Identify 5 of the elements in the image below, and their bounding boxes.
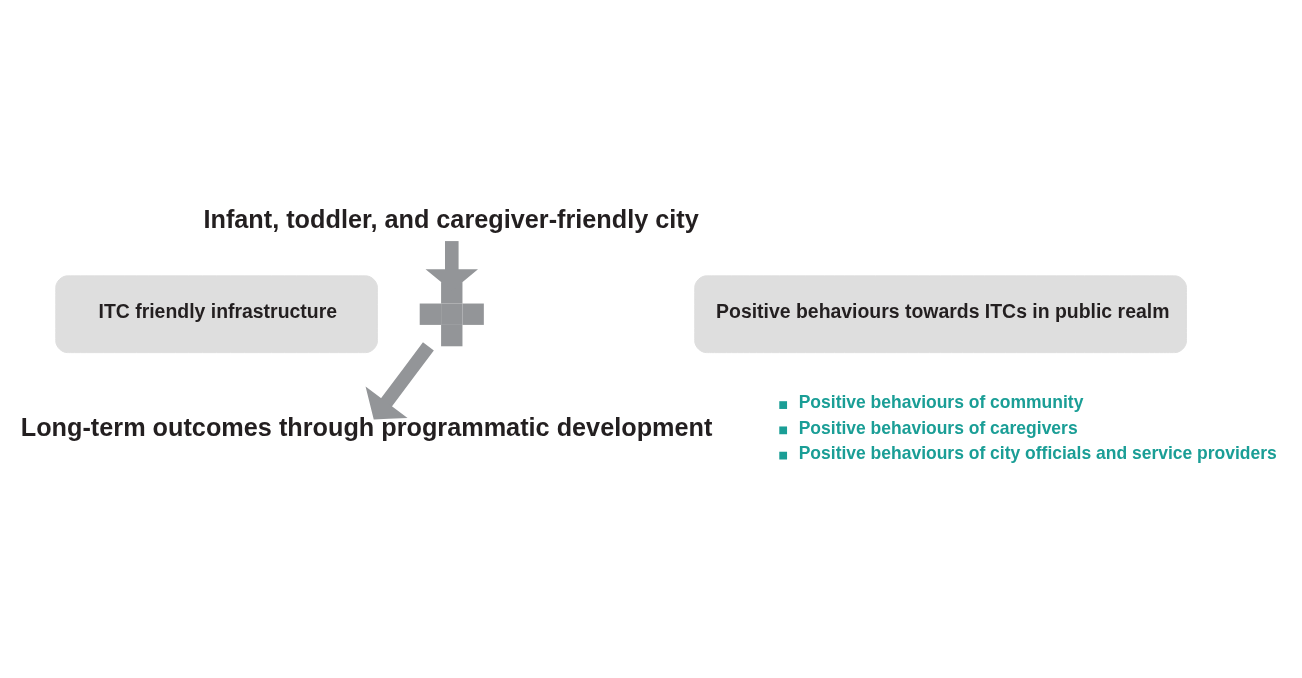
node-label: Positive behaviours of community [798,392,1084,413]
node-text: Long-term outcomes through programmatic development [20,412,713,441]
node-text: Infant, toddler, and caregiver-friendly city [203,205,699,234]
node-label: Positive behaviours of caregivers [798,417,1078,438]
node-label: Positive behaviours of city officials and service providers [798,442,1277,463]
